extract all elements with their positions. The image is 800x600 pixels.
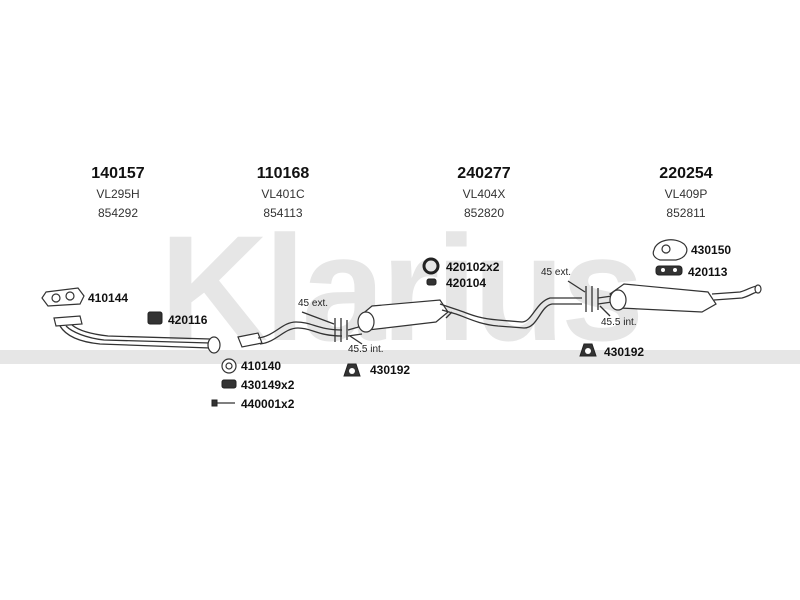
assembly-code: VL404X <box>463 187 506 201</box>
part-label: 420102x2 <box>446 260 500 274</box>
part-label: 430149x2 <box>241 378 295 392</box>
front-pipe <box>53 315 221 354</box>
ring-icon <box>221 358 237 374</box>
watermark-text: Klarius <box>160 204 641 372</box>
rubber-mount-icon <box>426 278 437 286</box>
gasket-icon <box>41 287 85 307</box>
assembly-number: 240277 <box>457 165 510 182</box>
clamp-icon <box>334 318 348 342</box>
rear-silencer <box>597 283 762 313</box>
assembly-ref: 854113 <box>263 206 302 220</box>
part-label: 420104 <box>446 276 486 290</box>
part-label: 430192 <box>604 345 644 359</box>
dimension-label: 45.5 int. <box>348 344 384 355</box>
dimension-label: 45 ext. <box>298 298 328 309</box>
part-label: 430150 <box>691 243 731 257</box>
assembly-ref: 852820 <box>464 206 504 220</box>
dimension-label: 45 ext. <box>541 267 571 278</box>
dimension-label: 45.5 int. <box>601 317 637 328</box>
part-label: 440001x2 <box>241 397 295 411</box>
assembly-number: 110168 <box>257 165 310 182</box>
part-label: 420113 <box>688 265 728 279</box>
intermediate-pipe <box>237 321 343 348</box>
assembly-header-4: 220254 VL409P 852811 <box>659 165 712 220</box>
part-label: 410144 <box>88 291 128 305</box>
part-label: 430192 <box>370 363 410 377</box>
bolt-icon <box>211 399 235 407</box>
part-label: 420116 <box>168 313 208 327</box>
assembly-number: 140157 <box>91 165 144 182</box>
bracket-icon <box>221 379 237 389</box>
assembly-ref: 854292 <box>98 206 138 220</box>
assembly-number: 220254 <box>659 165 712 182</box>
o-ring-icon <box>422 257 440 275</box>
assembly-code: VL409P <box>665 187 708 201</box>
rubber-mount-icon <box>147 311 163 325</box>
assembly-code: VL295H <box>96 187 139 201</box>
gasket-icon <box>652 239 688 261</box>
watermark: Klarius <box>0 204 800 372</box>
part-label: 410140 <box>241 359 281 373</box>
assembly-header-1: 140157 VL295H 854292 <box>91 165 144 220</box>
center-silencer <box>347 297 582 337</box>
hanger-icon <box>579 343 597 357</box>
clamp-icon <box>585 286 599 312</box>
assembly-code: VL401C <box>261 187 305 201</box>
rubber-mount-icon <box>655 265 683 276</box>
assembly-ref: 852811 <box>666 206 705 220</box>
assembly-header-3: 240277 VL404X 852820 <box>457 165 510 220</box>
hanger-icon <box>343 363 361 377</box>
assembly-header-2: 110168 VL401C 854113 <box>257 165 310 220</box>
